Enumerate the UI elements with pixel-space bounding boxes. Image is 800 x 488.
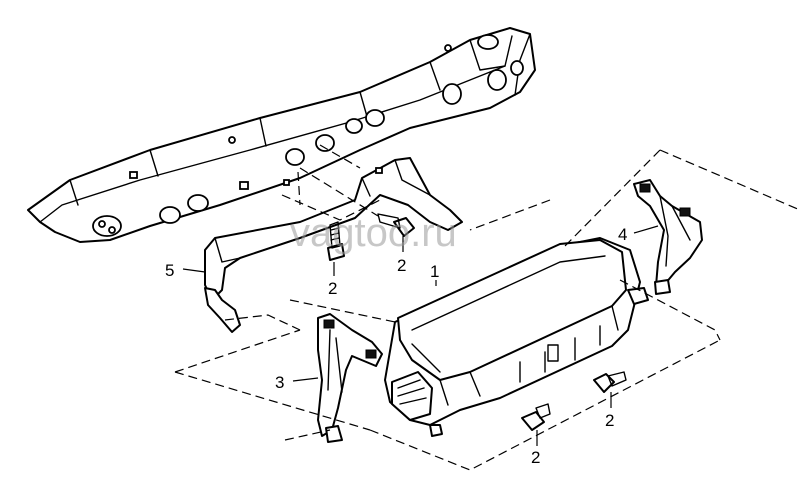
bolt-2-lower-left: [521, 403, 551, 431]
label-4: 4: [618, 225, 627, 244]
assembly-lines: [174, 144, 800, 471]
module-part-1: [384, 237, 649, 437]
bolt-2-upper: [377, 213, 415, 237]
label-2b: 2: [397, 256, 406, 275]
callout-labels: 1 2 2 2 2 3 4 5: [165, 225, 627, 467]
label-2d: 2: [531, 448, 540, 467]
bolt-2-lower-right: [593, 371, 627, 393]
label-3: 3: [275, 373, 284, 392]
watermark-text: vagtoo.ru: [290, 211, 457, 255]
bracket-part-4: [633, 179, 703, 295]
label-1: 1: [430, 262, 439, 281]
leader-lines: [182, 225, 659, 446]
label-5: 5: [165, 261, 174, 280]
label-2c: 2: [605, 411, 614, 430]
bolt-2-center: [327, 221, 345, 261]
cross-member: [27, 27, 536, 243]
bracket-part-3: [317, 313, 383, 443]
label-2a: 2: [328, 279, 337, 298]
bracket-part-5: [204, 157, 463, 333]
